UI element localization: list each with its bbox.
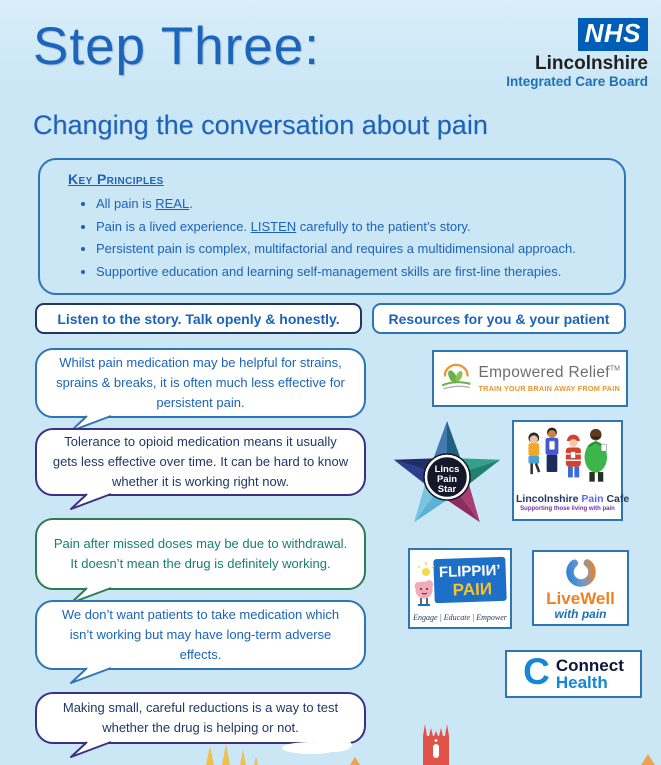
page-title: Step Three: (33, 17, 320, 76)
pain-cafe-people-icon (527, 427, 607, 482)
speech-bubble-text: We don’t want patients to take medicatio… (61, 606, 340, 663)
speech-bubble-text: Pain after missed doses may be due to wi… (53, 535, 348, 571)
nhs-region-label: Lincolnshire (535, 52, 648, 74)
skyline-fragment-icon (641, 754, 655, 765)
key-principle-item: Pain is a lived experience. LISTEN caref… (96, 219, 576, 235)
key-principle-item: Supportive education and learning self-m… (96, 264, 576, 280)
speech-bubble-text: Making small, careful reductions is a wa… (62, 699, 339, 735)
principle-text: . (189, 196, 193, 211)
livewell-logo-icon (565, 557, 596, 587)
pain-star-line1: Lincs (435, 464, 460, 475)
health-word: Health (555, 673, 608, 692)
livewell-card[interactable]: LiveWell with pain (532, 550, 629, 626)
principle-text: All pain is (96, 196, 156, 211)
lincs-pain-star-icon: Lincs Pain Star (393, 421, 501, 523)
flippin-pain-card[interactable]: FLIPPIИ’ PAIИ Engage | Educate | Empower (408, 548, 512, 629)
skyline-fragment-icon (350, 757, 360, 765)
principle-text: carefully to the patient’s story. (296, 218, 471, 234)
pain-cafe-card[interactable]: Lincolnshire Pain Cafe Supporting those … (512, 420, 629, 521)
livewell-name: LiveWell (546, 588, 615, 608)
connect-health-card[interactable]: C Connect Health (505, 650, 642, 698)
key-principles-list: All pain is REAL. Pain is a lived experi… (78, 196, 576, 286)
cafe-word-lincolnshire: Lincolnshire (516, 493, 579, 505)
nhs-board-label: Integrated Care Board (506, 74, 648, 90)
cathedral-icon (423, 724, 449, 765)
cloud-icon (282, 738, 352, 754)
speech-tail-icon (70, 666, 112, 684)
real-link[interactable]: REAL (155, 196, 190, 211)
cafe-word-pain: Pain (581, 493, 604, 505)
empowered-relief-logo-icon (441, 363, 471, 390)
pain-star-line3: Star (438, 484, 457, 495)
cafe-word-cafe: Cafe (606, 493, 630, 505)
trademark-symbol: TM (609, 365, 620, 373)
page-subtitle: Changing the conversation about pain (33, 110, 488, 140)
key-principles-box: Key Principles All pain is REAL. Pain is… (38, 158, 626, 295)
speech-bubble-5: Making small, careful reductions is a wa… (35, 692, 366, 758)
empowered-relief-name: Empowered Relief (478, 364, 610, 381)
flippin-pain-logo-icon: FLIPPIИ’ PAIИ Engage | Educate | Empower (412, 556, 508, 622)
left-column-header: Listen to the story. Talk openly & hones… (35, 303, 362, 334)
key-principles-heading: Key Principles (68, 171, 164, 187)
livewell-sub: with pain (554, 606, 607, 621)
empowered-relief-card[interactable]: Empowered ReliefTM TRAIN YOUR BRAIN AWAY… (432, 350, 628, 407)
empowered-relief-tagline: TRAIN YOUR BRAIN AWAY FROM PAIN (478, 384, 620, 393)
speech-bubble-3: Pain after missed doses may be due to wi… (35, 518, 366, 604)
nhs-logo-icon: NHS (577, 18, 648, 51)
speech-bubble-4: We don’t want patients to take medicatio… (35, 600, 366, 684)
principle-text: Pain is a lived experience. (96, 218, 251, 234)
right-column-header: Resources for you & your patient (372, 303, 626, 334)
principle-text: Supportive education and learning self-m… (96, 263, 562, 279)
speech-bubble-2: Tolerance to opioid medication means it … (35, 428, 366, 510)
pain-cafe-title: Lincolnshire Pain Cafe (516, 493, 629, 505)
speech-bubble-text: Whilst pain medication may be helpful fo… (56, 354, 345, 411)
speech-tail-icon (70, 492, 112, 510)
flippin-line1: FLIPPIИ’ (439, 562, 501, 581)
key-principle-item: All pain is REAL. (96, 196, 576, 212)
connect-health-logo-icon: C (523, 651, 550, 693)
pain-cafe-tagline: Supporting those living with pain (520, 506, 615, 512)
nhs-logo: NHS Lincolnshire Integrated Care Board (506, 18, 648, 90)
skyline-spires-icon (206, 744, 258, 765)
speech-tail-icon (70, 740, 112, 758)
listen-link[interactable]: LISTEN (250, 218, 297, 234)
pain-star-line2: Pain (437, 474, 457, 485)
flippin-line2: PAIИ (452, 579, 492, 599)
principle-text: Persistent pain is complex, multifactori… (96, 241, 576, 257)
flippin-tagline: Engage | Educate | Empower (412, 613, 508, 622)
key-principle-item: Persistent pain is complex, multifactori… (96, 241, 576, 257)
speech-bubble-1: Whilst pain medication may be helpful fo… (35, 348, 366, 432)
lincs-pain-star[interactable]: Lincs Pain Star (388, 416, 506, 538)
speech-bubble-text: Tolerance to opioid medication means it … (52, 433, 349, 490)
connect-word: Connect (555, 655, 624, 675)
